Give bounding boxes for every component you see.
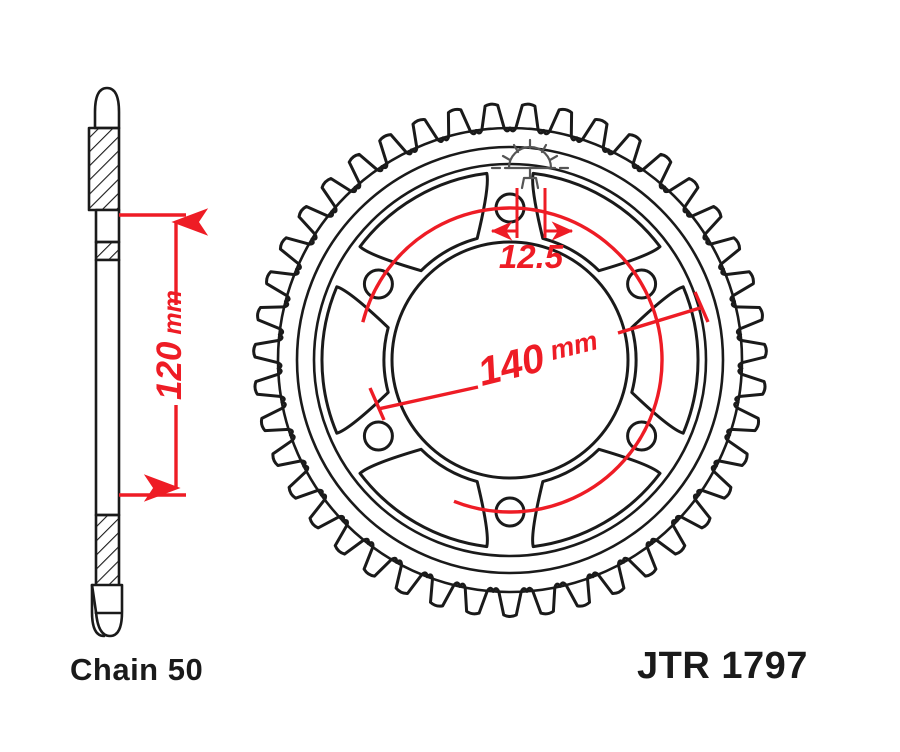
chain-spec-label: Chain 50 [70, 652, 204, 687]
burst-ray-1 [512, 143, 520, 154]
dimension-120mm [119, 208, 209, 502]
lightening-cutout [531, 171, 662, 273]
upper-section-hatch [87, 126, 121, 212]
tooth-ring-outline [252, 102, 768, 618]
dim140-tick-left [368, 387, 386, 421]
burst-ray-2 [501, 154, 512, 162]
dimension-label-12-5: 12.5 [499, 238, 564, 275]
burst-ray-3 [540, 143, 548, 154]
lightening-cutout [358, 171, 489, 273]
part-number-label: JTR 1797 [637, 645, 808, 687]
dimension-140mm [368, 291, 710, 421]
dim140-line-left [377, 385, 479, 411]
dimension-label-120mm: 120mm [150, 290, 189, 400]
lightening-cutout [531, 447, 662, 549]
tooth-root-circle [276, 126, 744, 594]
bolt-circle-arc [361, 206, 664, 514]
upper-tooth-cap [93, 86, 121, 130]
lightening-cutout [358, 447, 489, 549]
dim140-line-right [617, 306, 701, 335]
sprocket-face-view [252, 102, 768, 618]
lightening-cutout [320, 285, 390, 435]
side-section-view [87, 86, 124, 638]
rim-wall [94, 258, 121, 517]
upper-rim-lip [94, 240, 121, 262]
lower-tooth-cap [90, 583, 124, 638]
dim140-tick-right [693, 291, 710, 323]
rim-inner-circle [295, 145, 725, 575]
bolt-hole [362, 420, 394, 452]
dimension-12-5 [490, 188, 574, 241]
center-bore-circle [390, 240, 630, 480]
bolt-hole [626, 420, 658, 452]
bolt-circle-path [361, 206, 664, 514]
lightening-cutouts [320, 171, 700, 549]
radial-burst-icon [490, 138, 570, 190]
bolt-hole [362, 268, 394, 300]
burst-stem [520, 166, 540, 190]
upper-web-step [94, 208, 121, 244]
burst-ray-4 [548, 154, 559, 162]
lightening-cutout [630, 285, 700, 435]
bolt-hole [626, 268, 658, 300]
